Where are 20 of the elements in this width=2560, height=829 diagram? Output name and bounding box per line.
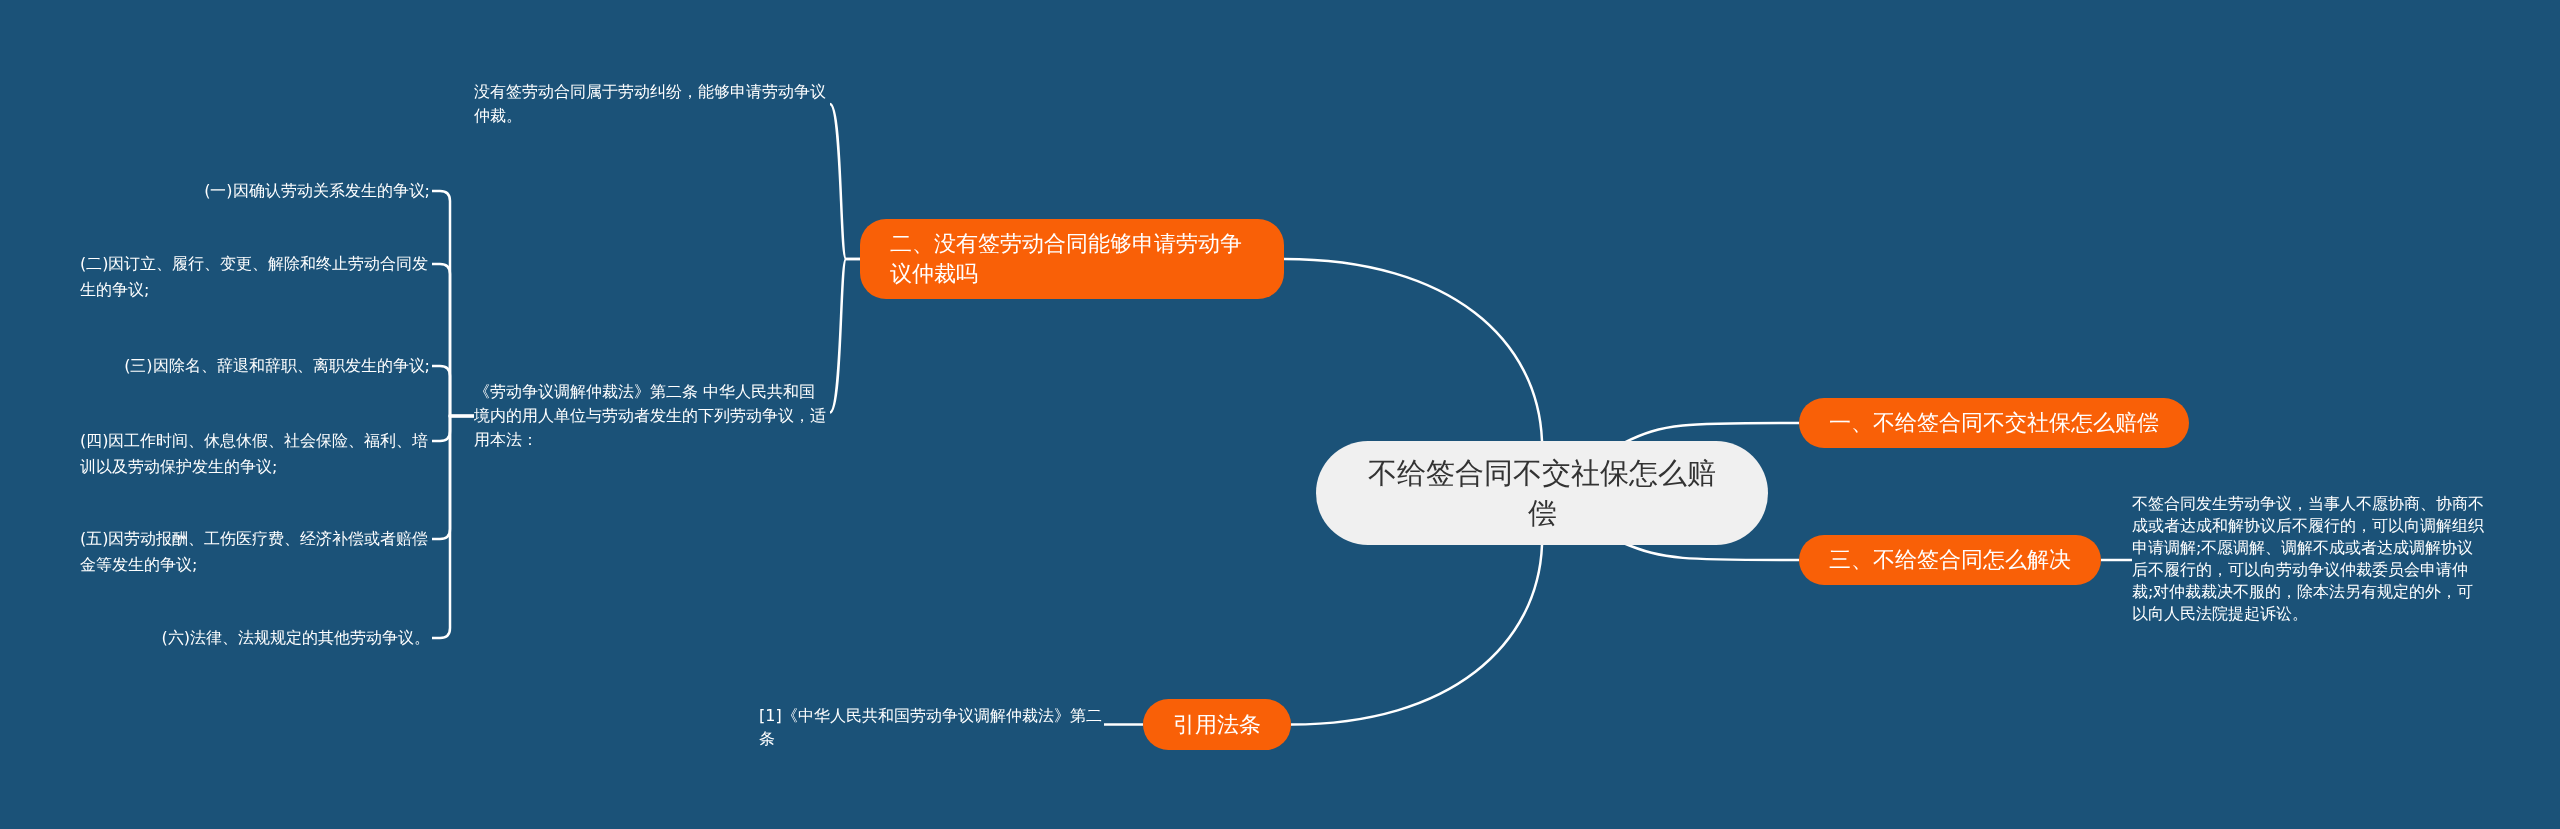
connector-line: [829, 257, 860, 414]
topic-pill: 引用法条: [1143, 699, 1291, 750]
topic-pill: 三、不给签合同怎么解决: [1799, 535, 2101, 585]
note-text: 《劳动争议调解仲裁法》第二条 中华人民共和国境内的用人单位与劳动者发生的下列劳动争议，适用本法：: [474, 380, 830, 452]
connector-line: [2101, 558, 2132, 562]
list-item-text: (六)法律、法规规定的其他劳动争议。: [161, 625, 430, 651]
connector-line: [1104, 723, 1143, 726]
list-item-text: (四)因工作时间、休息休假、社会保险、福利、培训以及劳动保护发生的争议;: [80, 428, 430, 480]
note-text: 不签合同发生劳动争议，当事人不愿协商、协商不成或者达成和解协议后不履行的，可以向调解组织申请调解;不愿调解、调解不成或者达成调解协议后不履行的，可以向劳动争议仲裁委员会申请仲裁;对仲裁裁决不服的，除本法另有规定的外，可以向人民法院提起诉讼。: [2132, 493, 2488, 625]
list-item-text: (五)因劳动报酬、工伤医疗费、经济补偿或者赔偿金等发生的争议;: [80, 526, 430, 578]
note-text: 没有签劳动合同属于劳动纠纷，能够申请劳动争议仲裁。: [474, 80, 830, 128]
list-item-text: (一)因确认劳动关系发生的争议;: [204, 178, 430, 204]
connector-line: [1290, 544, 1544, 726]
list-item-text: (三)因除名、辞退和辞职、离职发生的争议;: [124, 353, 430, 379]
list-item-text: (二)因订立、履行、变更、解除和终止劳动合同发生的争议;: [80, 251, 430, 303]
central-topic-box: 不给签合同不交社保怎么赔偿: [1316, 441, 1768, 545]
connector-line: [1283, 257, 1544, 442]
note-text: [1]《中华人民共和国劳动争议调解仲裁法》第二条: [759, 704, 1104, 750]
topic-pill: 一、不给签合同不交社保怎么赔偿: [1799, 398, 2189, 448]
topic-pill: 二、没有签劳动合同能够申请劳动争议仲裁吗: [860, 219, 1284, 299]
